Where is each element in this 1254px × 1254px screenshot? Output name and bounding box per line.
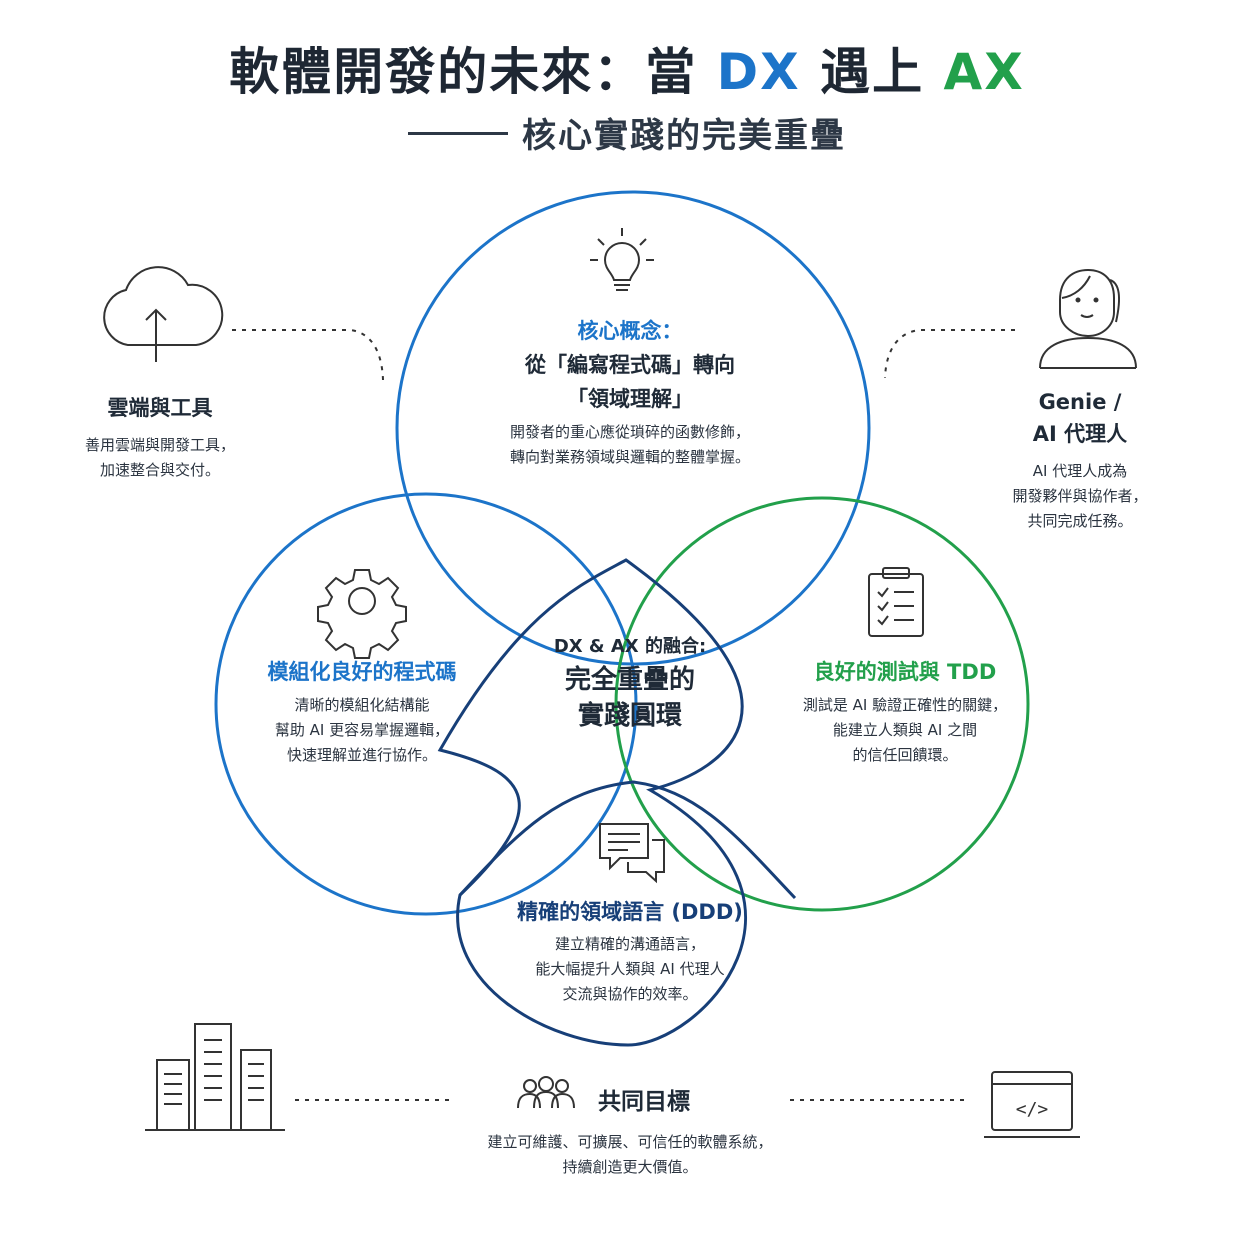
goal-heading: 共同目標 bbox=[598, 1089, 690, 1115]
gear-icon bbox=[317, 569, 407, 659]
center-label: DX & AX 的融合: bbox=[553, 636, 707, 657]
top-heading: 核心概念： bbox=[577, 319, 683, 343]
group-people-icon bbox=[517, 1076, 575, 1109]
center-title-1: 完全重疊的 bbox=[564, 665, 695, 695]
cloud-body: 善用雲端與開發工具， 加速整合與交付。 bbox=[60, 433, 260, 483]
code-symbol: </> bbox=[1016, 1099, 1049, 1120]
genie-heading: Genie / AI 代理人 bbox=[980, 386, 1180, 450]
right-body-2: 能建立人類與 AI 之間 bbox=[832, 721, 978, 739]
title-dx: DX bbox=[716, 43, 801, 101]
code-window-icon bbox=[984, 1071, 1080, 1138]
top-body-1: 開發者的重心應從瑣碎的函數修飾， bbox=[509, 423, 750, 441]
genie-heading-2: AI 代理人 bbox=[1032, 422, 1128, 446]
chat-bubbles-icon bbox=[599, 823, 665, 884]
bottom-heading: 精確的領域語言 (DDD) bbox=[517, 900, 743, 924]
subtitle-dash bbox=[408, 132, 508, 135]
bottom-body-2: 能大幅提升人類與 AI 代理人 bbox=[535, 960, 725, 978]
genie-body-3: 共同完成任務。 bbox=[1027, 512, 1133, 530]
title-mid: 遇上 bbox=[800, 43, 944, 101]
top-subheading-2: 「領域理解」 bbox=[567, 387, 693, 411]
genie-body-1: AI 代理人成為 bbox=[1032, 462, 1128, 480]
top-circle-heading: 核心概念： 從「編寫程式碼」轉向 「領域理解」 bbox=[430, 314, 830, 416]
cloud-body-2: 加速整合與交付。 bbox=[99, 461, 220, 479]
page-subtitle: 核心實踐的完美重疊 bbox=[0, 108, 1254, 157]
goal-body-1: 建立可維護、可擴展、可信任的軟體系統， bbox=[487, 1133, 773, 1151]
left-body-1: 清晰的模組化結構能 bbox=[294, 696, 430, 714]
genie-body: AI 代理人成為 開發夥伴與協作者， 共同完成任務。 bbox=[980, 459, 1180, 534]
lightbulb-icon bbox=[590, 228, 654, 291]
cloud-body-1: 善用雲端與開發工具， bbox=[84, 436, 235, 454]
right-circle-body: 測試是 AI 驗證正確性的關鍵， 能建立人類與 AI 之間 的信任回饋環。 bbox=[770, 693, 1040, 768]
circle-bottom bbox=[437, 558, 747, 1047]
circle-left bbox=[214, 492, 638, 916]
page-title: 軟體開發的未來：當 DX 遇上 AX bbox=[0, 32, 1254, 104]
top-subheading-1: 從「編寫程式碼」轉向 bbox=[525, 353, 735, 377]
right-body-1: 測試是 AI 驗證正確性的關鍵， bbox=[802, 696, 1008, 714]
top-circle-body: 開發者的重心應從瑣碎的函數修飾， 轉向對業務領域與邏輯的整體掌握。 bbox=[430, 420, 830, 470]
title-ax: AX bbox=[943, 43, 1025, 101]
person-avatar-icon bbox=[1039, 268, 1137, 369]
goal-body: 建立可維護、可擴展、可信任的軟體系統， 持續創造更大價值。 bbox=[380, 1130, 880, 1180]
left-body-3: 快速理解並進行協作。 bbox=[286, 746, 437, 764]
left-heading: 模組化良好的程式碼 bbox=[267, 660, 457, 684]
genie-body-2: 開發夥伴與協作者， bbox=[1012, 487, 1148, 505]
right-body-3: 的信任回饋環。 bbox=[852, 746, 958, 764]
bottom-body-3: 交流與協作的效率。 bbox=[562, 985, 698, 1003]
genie-heading-1: Genie / bbox=[1038, 390, 1122, 414]
left-circle-body: 清晰的模組化結構能 幫助 AI 更容易掌握邏輯， 快速理解並進行協作。 bbox=[232, 693, 492, 768]
inner-lens-curve bbox=[458, 780, 797, 900]
title-prefix: 軟體開發的未來：當 bbox=[229, 43, 717, 101]
bottom-body-1: 建立精確的溝通語言， bbox=[554, 935, 705, 953]
center-title-2: 實踐圓環 bbox=[577, 701, 682, 731]
left-body-2: 幫助 AI 更容易掌握邏輯， bbox=[274, 721, 450, 739]
cloud-upload-icon bbox=[103, 266, 224, 362]
clipboard-checklist-icon bbox=[868, 567, 924, 637]
center-title: 完全重疊的 實踐圓環 bbox=[520, 662, 740, 734]
top-body-2: 轉向對業務領域與邏輯的整體掌握。 bbox=[509, 448, 750, 466]
bottom-circle-body: 建立精確的溝通語言， 能大幅提升人類與 AI 代理人 交流與協作的效率。 bbox=[480, 932, 780, 1007]
cloud-heading: 雲端與工具 bbox=[107, 396, 213, 420]
right-heading: 良好的測試與 TDD bbox=[813, 660, 997, 684]
cloud-connector bbox=[232, 329, 384, 381]
goal-body-2: 持續創造更大價值。 bbox=[562, 1158, 698, 1176]
subtitle-text: 核心實踐的完美重疊 bbox=[522, 116, 846, 156]
buildings-icon bbox=[145, 1023, 285, 1131]
circle-right bbox=[614, 496, 1030, 912]
genie-connector bbox=[884, 329, 1015, 379]
